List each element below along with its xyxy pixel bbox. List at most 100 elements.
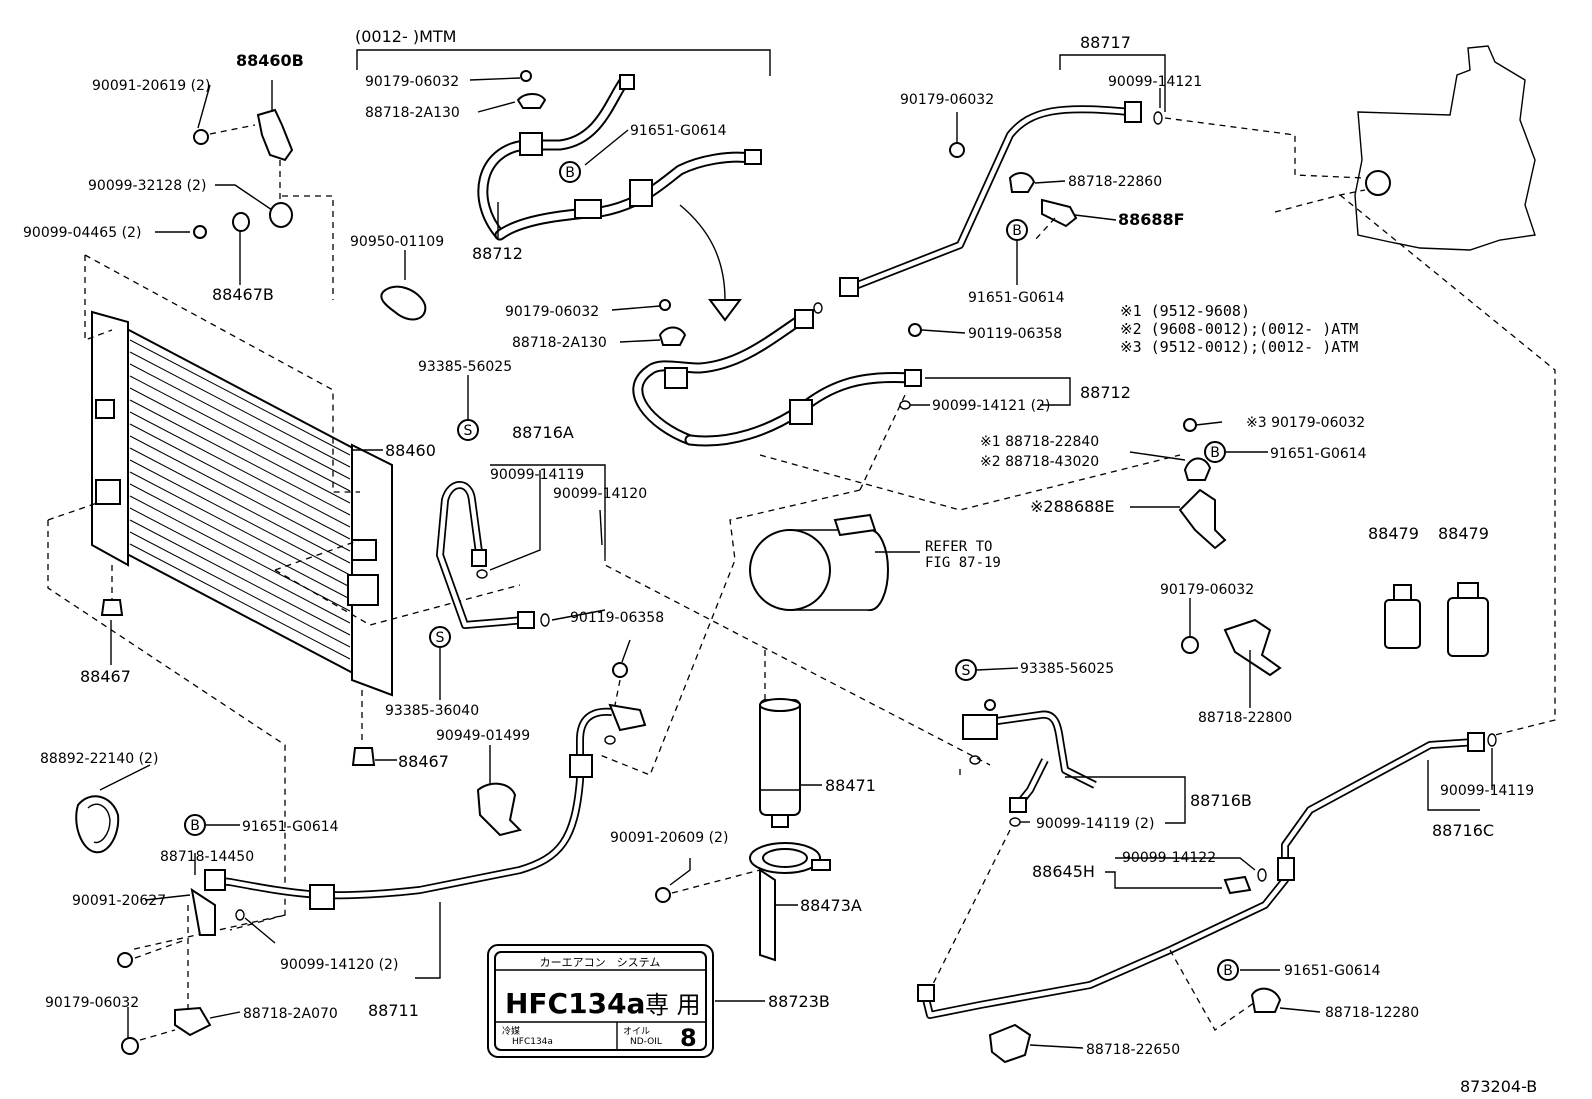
- callout-90091-20609: 90091-20609 (2): [610, 830, 728, 846]
- label-plate-kanji: 専 用: [645, 991, 701, 1019]
- marker-b: B: [184, 814, 206, 836]
- dash-line: [84, 255, 113, 341]
- dash-line: [1164, 117, 1366, 179]
- svg-text:B: B: [565, 165, 575, 181]
- nut-icon: [121, 1037, 139, 1055]
- dash-line: [139, 1029, 176, 1041]
- callout-90179-06032-f: 90179-06032: [45, 995, 139, 1011]
- svg-text:B: B: [1223, 963, 1233, 979]
- dash-line: [614, 679, 621, 706]
- dash-line: [1339, 194, 1556, 736]
- callout-88718-22860: 88718-22860: [1068, 174, 1162, 190]
- clip-90949-01499: [476, 782, 522, 837]
- marker-b: B: [559, 161, 581, 183]
- callout-88645H: 88645H: [1032, 862, 1095, 881]
- clamp-88718-12280: [1250, 987, 1282, 1013]
- callout-88712-b: 88712: [1080, 383, 1131, 402]
- callout-90099-04465: 90099-04465 (2): [23, 225, 141, 241]
- callout-88473A: 88473A: [800, 896, 862, 915]
- callout-90179-06032-a: 90179-06032: [365, 74, 459, 90]
- bracket-88460B: [256, 108, 294, 162]
- callout-90099-14119-c: 90099-14119: [1440, 783, 1534, 799]
- callout-88716C: 88716C: [1432, 821, 1494, 840]
- hose-88712-mtm: [477, 70, 762, 241]
- marker-b: B: [1204, 441, 1226, 463]
- arrow-head-icon: [708, 299, 742, 322]
- label-plate-small-3: オイル: [623, 1026, 650, 1037]
- svg-text:B: B: [1012, 223, 1022, 239]
- callout-fig-87-19: FIG 87-19: [925, 555, 1001, 571]
- grommet-88892-22140: [75, 795, 120, 854]
- dash-line: [1034, 217, 1056, 241]
- callout-91651-G0614-b: 91651-G0614: [968, 290, 1065, 306]
- pipe-88716C: [917, 732, 1497, 1019]
- marker-b: B: [1006, 219, 1028, 241]
- note-1: ※1 (9512-9608): [1120, 302, 1250, 320]
- callout-90950-01109: 90950-01109: [350, 234, 444, 250]
- callout-91651-G0614-c: 91651-G0614: [1270, 446, 1367, 462]
- dash-line: [859, 394, 906, 491]
- o-ring: [1257, 868, 1267, 882]
- callout-88479-a: 88479: [1368, 524, 1419, 543]
- svg-text:S: S: [962, 663, 971, 679]
- bracket-88718-22800: [1223, 618, 1282, 677]
- callout-91651-G0614-e: 91651-G0614: [1284, 963, 1381, 979]
- callout-90949-01499: 90949-01499: [436, 728, 530, 744]
- switch-88645H: [1223, 875, 1252, 895]
- callout-88718-22800: 88718-22800: [1198, 710, 1292, 726]
- callout-90179-06032-e: 90179-06032: [1160, 582, 1254, 598]
- receiver-drier-88471: [759, 698, 801, 828]
- callout-88467B: 88467B: [212, 285, 274, 304]
- nut-icon: [1183, 418, 1197, 432]
- dash-line: [209, 124, 256, 135]
- callout-88718-2A130-b: 88718-2A130: [512, 335, 607, 351]
- figure-number: 873204-B: [1460, 1077, 1537, 1096]
- callout-90099-14120-b: 90099-14120 (2): [280, 957, 398, 973]
- callout-93385-36040: 93385-36040: [385, 703, 479, 719]
- dash-line: [134, 939, 186, 959]
- dash-line: [274, 539, 361, 571]
- hose-88712-atm: [632, 299, 922, 447]
- svg-text:B: B: [1210, 445, 1220, 461]
- dash-line: [274, 569, 521, 626]
- label-plate-oil-number: 8: [680, 1024, 697, 1052]
- callout-90099-14119-a: 90099-14119: [490, 467, 584, 483]
- dash-line: [604, 555, 991, 766]
- dash-line: [1169, 949, 1259, 1031]
- callout-88717: 88717: [1080, 33, 1131, 52]
- callout-88718-12280: 88718-12280: [1325, 1005, 1419, 1021]
- callout-refer-to: REFER TO: [925, 539, 992, 555]
- note-3: ※3 (9512-0012);(0012- )ATM: [1120, 338, 1358, 356]
- note-2: ※2 (9608-0012);(0012- )ATM: [1120, 320, 1358, 338]
- label-plate-small-2: HFC134a: [512, 1037, 553, 1047]
- svg-text:S: S: [436, 630, 445, 646]
- dash-line: [929, 829, 1011, 991]
- callout-90179-06032-b: 90179-06032: [900, 92, 994, 108]
- marker-s: S: [457, 419, 479, 441]
- dash-line: [671, 869, 761, 894]
- callout-88479-b: 88479: [1438, 524, 1489, 543]
- nut-icon: [1181, 636, 1199, 654]
- cushion-88467-lower: [351, 747, 376, 766]
- callout-88718-2A070: 88718-2A070: [243, 1006, 338, 1022]
- callout-mtm-range: (0012- )MTM: [355, 27, 456, 46]
- pipe-88717: [839, 101, 1163, 297]
- callout-88718-22650: 88718-22650: [1086, 1042, 1180, 1058]
- oil-bottle-88479-right: [1447, 582, 1489, 657]
- callout-88460: 88460: [385, 441, 436, 460]
- callout-88718-43020: ※2 88718-43020: [980, 454, 1099, 470]
- washer-88467B: [232, 212, 250, 232]
- callout-90099-14121-a: 90099-14121: [1108, 74, 1202, 90]
- callout-90099-14122: 90099-14122: [1122, 850, 1216, 866]
- pipe-88711: [117, 662, 647, 968]
- marker-s: S: [429, 626, 451, 648]
- clamp-88718-22840: [1183, 457, 1212, 481]
- callout-91651-G0614-a: 91651-G0614: [630, 123, 727, 139]
- switch-88688E: [1178, 488, 1227, 550]
- callout-90091-20619: 90091-20619 (2): [92, 78, 210, 94]
- engine-block-outline: [1354, 45, 1536, 251]
- cushion-90099-32128: [269, 202, 293, 228]
- callout-90119-06358-a: 90119-06358: [968, 326, 1062, 342]
- callout-90179-06032-d: ※3 90179-06032: [1246, 415, 1365, 431]
- compressor-ref: [749, 513, 889, 611]
